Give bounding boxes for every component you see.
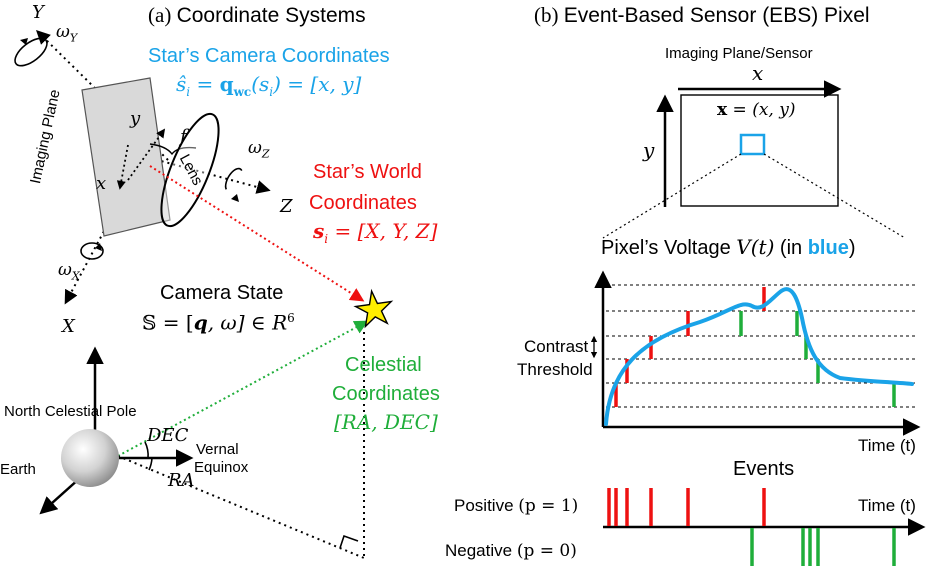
earth-sphere: [61, 429, 119, 487]
lens: [160, 112, 220, 228]
contrast-line2: Threshold: [517, 360, 593, 379]
dec-label: DEC: [147, 425, 189, 446]
axis-y-label: Y: [32, 2, 44, 23]
panel-a-drawing: [14, 30, 394, 559]
omega-z-rotation: [224, 167, 243, 190]
axis-x-label: X: [62, 316, 75, 337]
ra-label: RA: [168, 470, 195, 491]
omega-x-label: ωX: [58, 260, 80, 283]
camera-coords-title: Star’s Camera Coordinates: [148, 45, 390, 67]
dec-angle-arc: [144, 441, 149, 459]
axis-z-label: Z: [280, 196, 293, 217]
plane-x-label: x: [96, 173, 107, 194]
camera-state-title: Camera State: [160, 282, 284, 304]
pixel-coordinate-label: x = (x, y): [717, 100, 796, 120]
omega-z-label: ωZ: [248, 138, 270, 161]
voltage-time-label: Time (t): [858, 436, 916, 455]
negative-events: [750, 528, 896, 566]
positive-label: Positive (p = 1): [454, 496, 579, 516]
ra-angle-arc: [148, 457, 153, 471]
sensor-x-label: x: [752, 61, 764, 85]
voltage-title: Pixel’s Voltage V(t) (in blue): [601, 235, 856, 259]
right-angle-marker: [339, 534, 359, 549]
voltage-positive-ticks: [614, 287, 766, 407]
camera-coords-equation: ŝi = qwc(si) = [x, y]: [176, 72, 362, 99]
plane-y-label: y: [130, 108, 141, 129]
focal-label: f: [180, 126, 187, 147]
vernal-line2: Equinox: [194, 459, 249, 476]
omega-y-label: ωY: [56, 22, 78, 45]
focal-length-bracket: [149, 143, 197, 156]
sensor-box: [680, 94, 839, 207]
pixel-square: [739, 133, 766, 156]
celestial-coords-line2: Coordinates: [332, 383, 440, 405]
omega-x-rotation: [80, 242, 104, 260]
world-coords-equation: si = [X, Y, Z]: [313, 219, 438, 246]
voltage-curve: [604, 287, 914, 426]
celestial-coords-line1: Celestial: [345, 354, 422, 376]
negative-label: Negative (p = 0): [445, 541, 577, 561]
events-title: Events: [733, 458, 795, 480]
plane-y-axis: [127, 128, 166, 181]
imaging-plane: [81, 77, 171, 237]
earth-baseline: [117, 455, 365, 559]
panel-b-drawing: [590, 80, 926, 566]
sensor-label: Imaging Plane/Sensor: [665, 45, 813, 62]
world-ray: [149, 165, 365, 302]
earth-third-axis: [39, 477, 81, 515]
camera-state-equation: 𝕊 = [q, ω] ∈ R6: [142, 310, 295, 335]
star-icon: [353, 288, 394, 329]
celestial-coords-equation: [RA, DEC]: [334, 410, 438, 434]
panel-a-title: (a) Coordinate Systems: [148, 3, 366, 27]
north-pole-label: North Celestial Pole: [4, 403, 137, 420]
events-time-label: Time (t): [858, 496, 916, 515]
panel-b-title: (b) Event-Based Sensor (EBS) Pixel: [534, 3, 870, 27]
sensor-y-label: y: [643, 138, 655, 162]
plane-x-axis: [116, 144, 129, 190]
earth-label: Earth: [0, 461, 36, 478]
celestial-ray: [117, 320, 369, 457]
world-coords-line2: Coordinates: [309, 192, 417, 214]
omega-y-rotation: [14, 37, 48, 67]
vernal-line1: Vernal: [196, 441, 239, 458]
contrast-line1: Contrast: [524, 337, 589, 356]
world-coords-line1: Star’s World: [313, 161, 422, 183]
positive-events: [607, 488, 766, 526]
